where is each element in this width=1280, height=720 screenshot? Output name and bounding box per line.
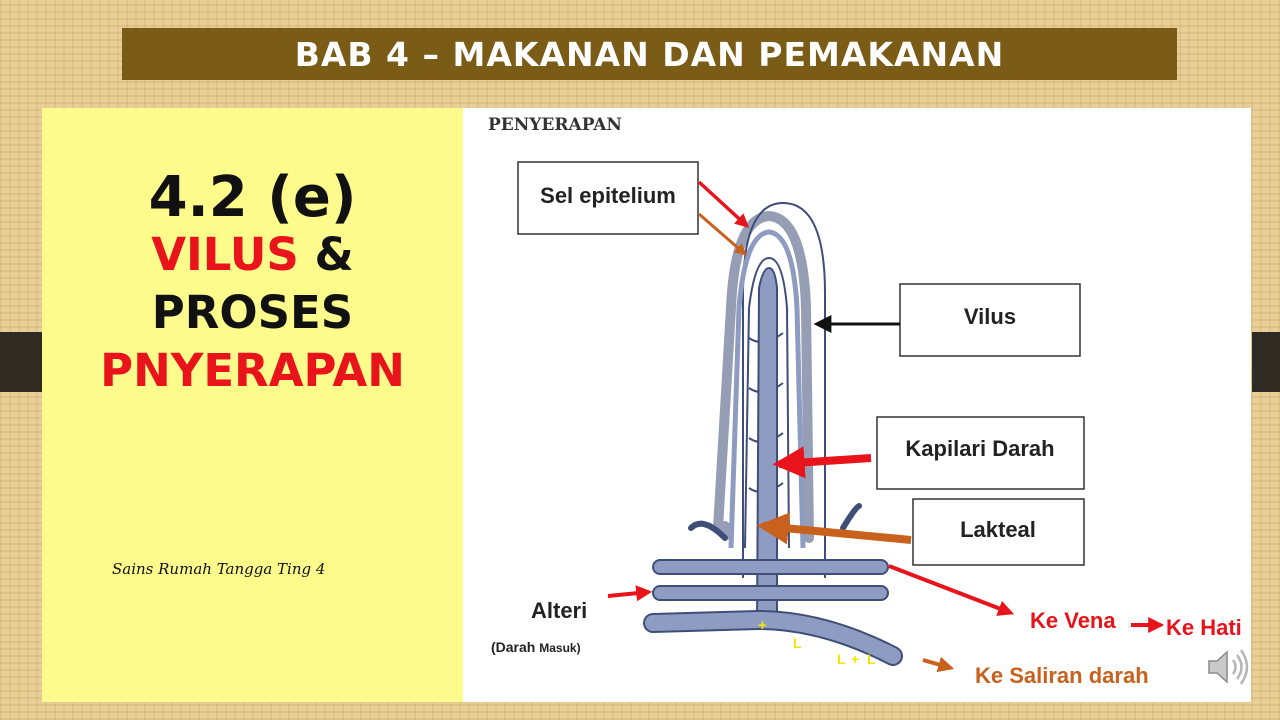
- label-alteri: Alteri: [531, 598, 587, 623]
- lymph-mark-plus-1: +: [758, 617, 767, 634]
- heading-line-1: VILUS &: [42, 232, 463, 290]
- label-box-kapilari-darah: [876, 416, 1085, 490]
- label-box-vilus: [899, 283, 1081, 357]
- left-side-band: [0, 332, 42, 392]
- label-vilus: Vilus: [964, 304, 1016, 329]
- lymph-mark-l-2: L: [837, 651, 846, 667]
- epithelium-inner: [728, 229, 806, 549]
- lesson-heading: 4.2 (e) VILUS & PROSES PNYERAPAN: [42, 170, 463, 406]
- arrow-ke-vena: [888, 564, 1014, 616]
- arrow-alteri: [607, 585, 653, 602]
- label-box-sel-epitelium: [517, 161, 699, 235]
- subject-footer: Sains Rumah Tangga Ting 4: [112, 560, 326, 578]
- label-ke-hati: Ke Hati: [1166, 615, 1242, 640]
- label-darah-masuk: (Darah Masuk): [491, 639, 581, 655]
- right-side-band: [1252, 332, 1280, 392]
- heading-word-proses: PROSES: [151, 286, 354, 339]
- heading-word-vilus: VILUS: [151, 228, 299, 281]
- label-ke-vena: Ke Vena: [1030, 608, 1116, 633]
- label-kapilari-darah: Kapilari Darah: [905, 436, 1054, 461]
- lesson-title-panel: 4.2 (e) VILUS & PROSES PNYERAPAN Sains R…: [42, 108, 463, 702]
- arrow-lakteal: [756, 512, 912, 545]
- vein-vessel: [652, 559, 889, 575]
- label-box-lakteal: [912, 498, 1085, 566]
- villus-diagram: PENYERAPAN + L L + L Sel epiteli: [463, 108, 1251, 702]
- heading-ampersand: &: [314, 228, 354, 281]
- diagram-canvas: PENYERAPAN + L L + L Sel epiteli: [488, 115, 1242, 688]
- label-lakteal: Lakteal: [960, 517, 1036, 542]
- speaker-icon[interactable]: [1203, 642, 1253, 692]
- arrow-epitelium-orange: [698, 212, 747, 256]
- lesson-code: 4.2 (e): [148, 165, 357, 230]
- arrow-kapilari: [772, 446, 872, 479]
- diagram-title: PENYERAPAN: [488, 115, 622, 135]
- arrow-epitelium-red: [697, 180, 750, 228]
- label-ke-saliran: Ke Saliran darah: [975, 663, 1149, 688]
- villus-left-flap: [688, 520, 728, 541]
- page-title: BAB 4 – MAKANAN DAN PEMAKANAN: [122, 28, 1177, 80]
- label-sel-epitelium: Sel epitelium: [540, 183, 676, 208]
- lymph-mark-l-3: L: [867, 651, 876, 667]
- lymph-mark-plus-2: +: [851, 651, 859, 667]
- arrow-ke-saliran: [922, 656, 955, 673]
- artery-vessel: [652, 585, 889, 601]
- villus-right-flap: [840, 503, 862, 531]
- heading-word-penyerapan: PNYERAPAN: [100, 344, 405, 397]
- lymph-mark-l-1: L: [793, 635, 802, 651]
